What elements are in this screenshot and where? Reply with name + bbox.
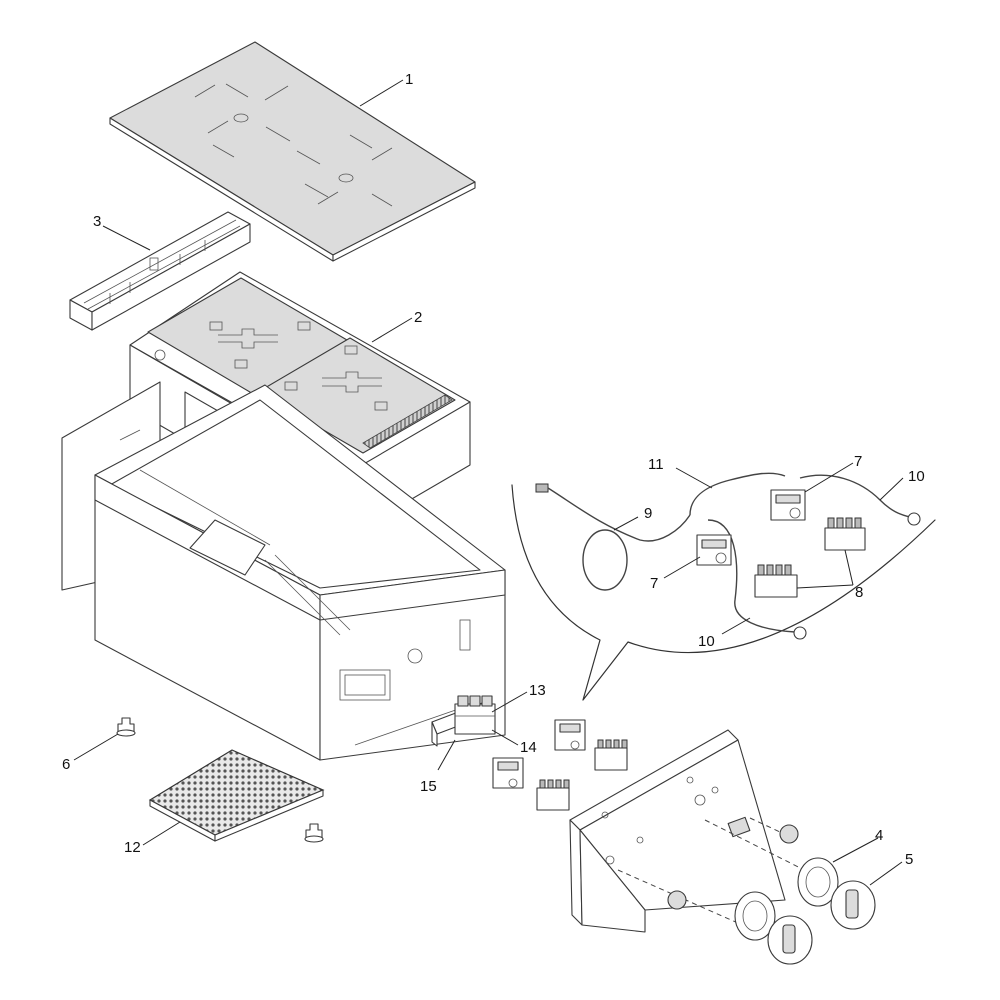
- part-support-rail: [69, 211, 251, 331]
- callout-9: 9: [644, 505, 652, 522]
- callout-4: 4: [875, 827, 883, 844]
- part-selector-switch: [754, 517, 866, 598]
- part-knob-bezel: [667, 824, 839, 941]
- callout-2: 2: [414, 309, 422, 326]
- part-foot: [116, 717, 324, 843]
- part-wiring-harness: [535, 472, 921, 640]
- part-energy-regulator: [696, 489, 806, 566]
- part-glass-top-plate: [109, 41, 476, 262]
- callout-10-right: 10: [908, 468, 925, 485]
- callout-5: 5: [905, 851, 913, 868]
- callout-10-bottom: 10: [698, 633, 715, 650]
- part-air-filter: [148, 749, 325, 842]
- callout-labels: 1 2 3 4 5 6 7 7 8 9 10 10 11 12 13 14 15: [62, 71, 925, 868]
- callout-11: 11: [648, 456, 664, 473]
- callout-14: 14: [520, 739, 537, 756]
- callout-7-top: 7: [854, 453, 862, 470]
- callout-13: 13: [529, 682, 546, 699]
- callout-12: 12: [124, 839, 141, 856]
- callout-6: 6: [62, 756, 70, 773]
- part-front-control-panel: [569, 729, 786, 933]
- part-terminal-block: [431, 695, 496, 747]
- callout-8: 8: [855, 584, 863, 601]
- leader-lines: [73, 79, 904, 886]
- callout-1: 1: [405, 71, 413, 88]
- callout-3: 3: [93, 213, 101, 230]
- callout-15: 15: [420, 778, 437, 795]
- callout-7-bottom: 7: [650, 575, 658, 592]
- part-main-chassis: [61, 381, 506, 761]
- detail-bubble: [511, 484, 936, 701]
- part-loose-regulators: [492, 719, 628, 811]
- part-control-knob: [767, 880, 876, 965]
